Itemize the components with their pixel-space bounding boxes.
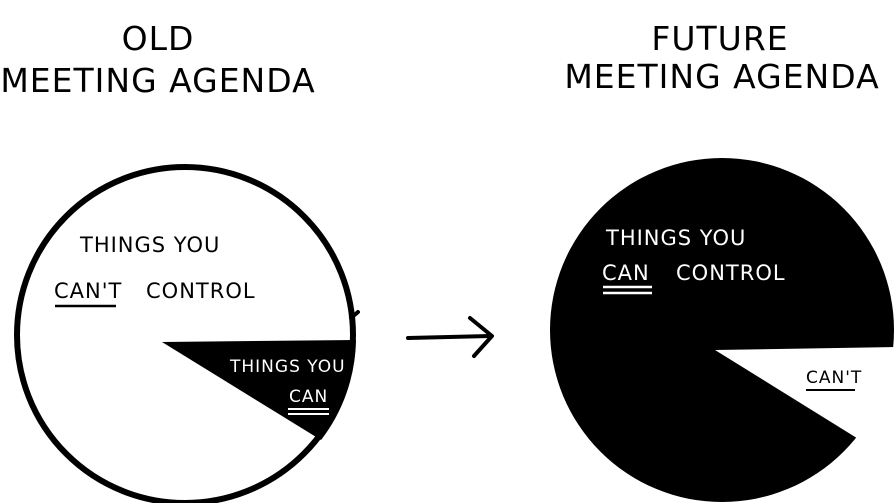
arrow-shaft (406, 334, 492, 340)
future-can-label-word: Can (602, 261, 650, 285)
arrow-head (468, 316, 494, 358)
future-can-label-rest: Control (676, 261, 786, 285)
transition-arrow (406, 316, 494, 358)
future-can-label-line1: Things You (605, 226, 746, 250)
old-cant-label-line1: Things You (79, 233, 220, 257)
old-title-line2: Meeting Agenda (0, 61, 315, 100)
future-title-line1: Future (651, 19, 788, 58)
old-agenda-group: Old Meeting Agenda Things You Can't Cont… (0, 19, 360, 503)
old-pie-tick (349, 310, 360, 320)
future-pie-slice-cant (715, 347, 896, 440)
future-pie-body (550, 158, 894, 502)
future-title-line2: Meeting Agenda (564, 57, 879, 96)
future-cant-label: Can't (806, 368, 862, 388)
old-pie-outline (14, 164, 356, 503)
old-cant-label-word: Can't (54, 279, 122, 303)
old-cant-label-rest: Control (146, 279, 256, 303)
old-title-line1: Old (122, 19, 195, 58)
old-can-label-line1: Things You (229, 357, 346, 377)
future-agenda-group: Future Meeting Agenda Things You Can Con… (550, 19, 896, 502)
old-can-label-line2: Can (289, 387, 328, 407)
